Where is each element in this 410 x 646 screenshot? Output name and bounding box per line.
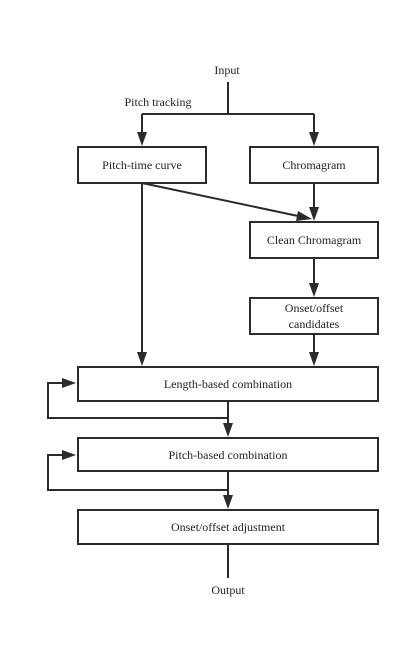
arrowhead-pitch-based [223,423,233,437]
arrowhead-length-from-curve [137,352,147,366]
length-based-combination-label: Length-based combination [164,377,292,391]
node-pitch-based-combination [77,437,379,472]
arrowhead-length-from-candidates [309,352,319,366]
arrowhead-chromagram [309,132,319,146]
arrowhead-adjustment [223,495,233,509]
onset-offset-adjustment-label: Onset/offset adjustment [171,520,286,534]
node-clean-chromagram [249,221,379,259]
edge-pitch-time-curve-to-clean [141,182,299,217]
onset-offset-candidates-label-line1: Onset/offset [285,301,344,315]
arrowhead-candidates [309,283,319,297]
arrowhead-diagonal [296,211,312,221]
output-label: Output [211,583,245,597]
arrowhead-pitch-time-curve [137,132,147,146]
clean-chromagram-label: Clean Chromagram [267,233,362,247]
onset-offset-candidates-label-line2: candidates [289,317,340,331]
edges [47,82,319,578]
node-chromagram [249,146,379,184]
text-labels: Input Pitch tracking Pitch-time curve Ch… [102,63,362,597]
chromagram-label: Chromagram [282,158,346,172]
edge-pitch-loop [47,454,229,491]
input-label: Input [214,63,240,77]
node-length-based-combination [77,366,379,402]
pitch-time-curve-label: Pitch-time curve [102,158,182,172]
nodes [77,146,379,545]
pitch-tracking-label: Pitch tracking [125,95,192,109]
edge-length-loop [47,382,229,419]
arrowhead-pitch-loop [62,450,76,460]
arrowhead-length-loop [62,378,76,388]
node-onset-offset-candidates [249,297,379,335]
pitch-based-combination-label: Pitch-based combination [169,448,288,462]
node-onset-offset-adjustment [77,509,379,545]
arrowhead-clean-chromagram [309,207,319,221]
node-pitch-time-curve [77,146,207,184]
